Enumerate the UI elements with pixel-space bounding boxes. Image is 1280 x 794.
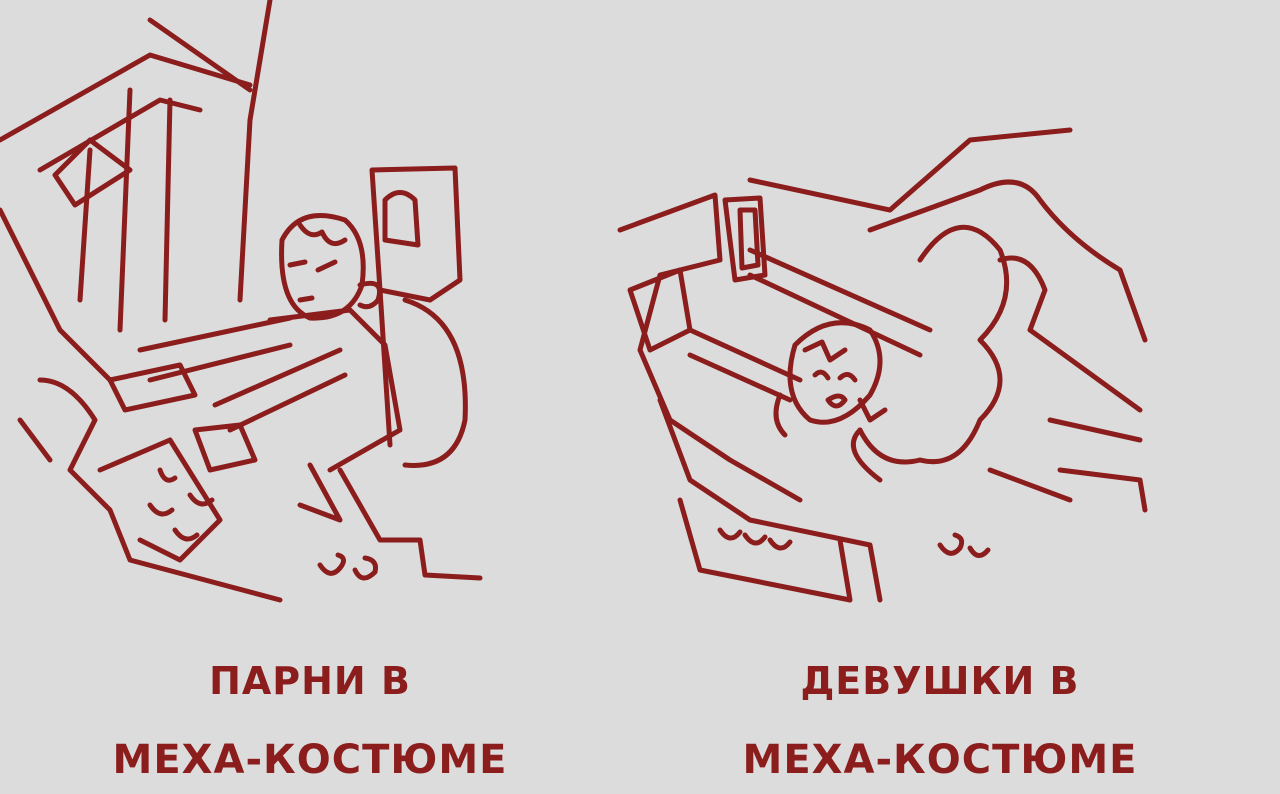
caption-girls-line2: МЕХА-КОСТЮМЕ xyxy=(742,737,1138,783)
caption-guys: ПАРНИ В МЕХА-КОСТЮМЕ xyxy=(60,662,560,780)
caption-girls-line1: ДЕВУШКИ В xyxy=(800,659,1080,703)
caption-guys-line1: ПАРНИ В xyxy=(209,659,411,703)
caption-guys-line2: МЕХА-КОСТЮМЕ xyxy=(112,737,508,783)
drawing-guy-piloting-mech xyxy=(0,0,483,603)
panel-girls: ДЕВУШКИ В МЕХА-КОСТЮМЕ xyxy=(600,0,1280,794)
drawing-girl-piloting-mech xyxy=(617,127,1148,603)
panel-guys: ПАРНИ В МЕХА-КОСТЮМЕ xyxy=(0,0,600,794)
caption-girls: ДЕВУШКИ В МЕХА-КОСТЮМЕ xyxy=(660,662,1220,780)
